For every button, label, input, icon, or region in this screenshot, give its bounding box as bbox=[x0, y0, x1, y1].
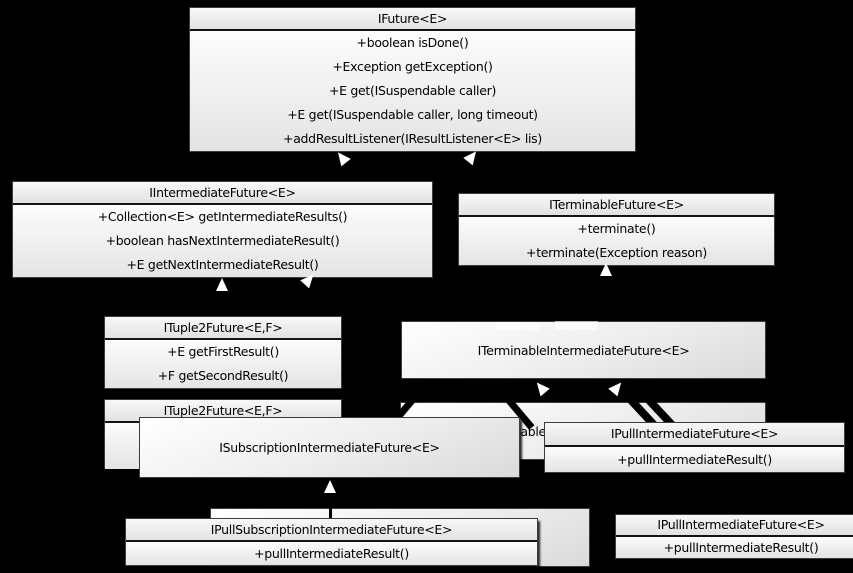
method-label: +F getSecondResult() bbox=[157, 368, 289, 383]
class-title: IPullIntermediateFuture<E> bbox=[616, 515, 853, 537]
class-title: IIntermediateFuture<E> bbox=[13, 182, 432, 205]
inheritance-arrowhead bbox=[324, 480, 336, 493]
method-label: +E get(ISuspendable caller) bbox=[328, 83, 497, 98]
method-label: +boolean isDone() bbox=[356, 35, 469, 50]
method-label: +E get(ISuspendable caller, long timeout… bbox=[287, 107, 538, 122]
method-label: +terminate(Exception reason) bbox=[526, 245, 707, 260]
method-label: +boolean hasNextIntermediateResult() bbox=[105, 233, 340, 248]
method-label: +Exception getException() bbox=[332, 59, 493, 74]
class-box-iterminableintermediatefuture[interactable]: ITerminableIntermediateFuture<E> bbox=[401, 321, 766, 379]
class-box-isubscriptionintermediatefuture[interactable]: ISubscriptionIntermediateFuture<E> bbox=[139, 417, 520, 478]
method-label: +pullIntermediateResult() bbox=[617, 452, 772, 467]
connector-line bbox=[329, 483, 332, 519]
class-box-ifuture[interactable]: IFuture<E> +boolean isDone() +Exception … bbox=[189, 7, 636, 152]
method-label: +Collection<E> getIntermediateResults() bbox=[97, 209, 348, 224]
class-title: IPullSubscriptionIntermediateFuture<E> bbox=[126, 519, 537, 542]
method-label: +pullIntermediateResult() bbox=[663, 540, 819, 555]
method-label: +addResultListener(IResultListener<E> li… bbox=[283, 131, 542, 146]
inheritance-arrowhead bbox=[532, 378, 550, 397]
class-box-ipullintermediatefuture-lower[interactable]: IPullIntermediateFuture<E> +pullIntermed… bbox=[615, 514, 853, 559]
class-title: ITerminableIntermediateFuture<E> bbox=[477, 342, 690, 358]
class-box-ipullintermediatefuture-upper[interactable]: IPullIntermediateFuture<E> +pullIntermed… bbox=[544, 422, 845, 473]
class-box-iterminablefuture[interactable]: ITerminableFuture<E> +terminate() +termi… bbox=[458, 193, 775, 266]
class-box-iintermediatefuture[interactable]: IIntermediateFuture<E> +Collection<E> ge… bbox=[12, 181, 433, 278]
class-box-ipullsubscriptionintermediatefuture[interactable]: IPullSubscriptionIntermediateFuture<E> +… bbox=[125, 518, 538, 566]
class-title: IFuture<E> bbox=[190, 8, 635, 31]
class-title: ISubscriptionIntermediateFuture<E> bbox=[219, 440, 440, 455]
method-label: +E getFirstResult() bbox=[167, 344, 279, 359]
class-box-ituple2future[interactable]: ITuple2Future<E,F> +E getFirstResult() +… bbox=[104, 316, 342, 389]
inheritance-arrowhead bbox=[600, 263, 612, 276]
inheritance-arrowhead bbox=[216, 278, 228, 291]
overlap-artifact bbox=[495, 322, 540, 330]
class-title: ITerminableFuture<E> bbox=[459, 194, 774, 217]
overlap-artifact bbox=[555, 321, 598, 330]
class-title: IPullIntermediateFuture<E> bbox=[545, 423, 844, 447]
inheritance-arrowhead bbox=[608, 378, 626, 397]
method-label: +E getNextIntermediateResult() bbox=[126, 257, 319, 272]
method-label: +terminate() bbox=[577, 221, 656, 236]
class-title: ITuple2Future<E,F> bbox=[105, 317, 341, 340]
method-label: +pullIntermediateResult() bbox=[254, 546, 409, 561]
